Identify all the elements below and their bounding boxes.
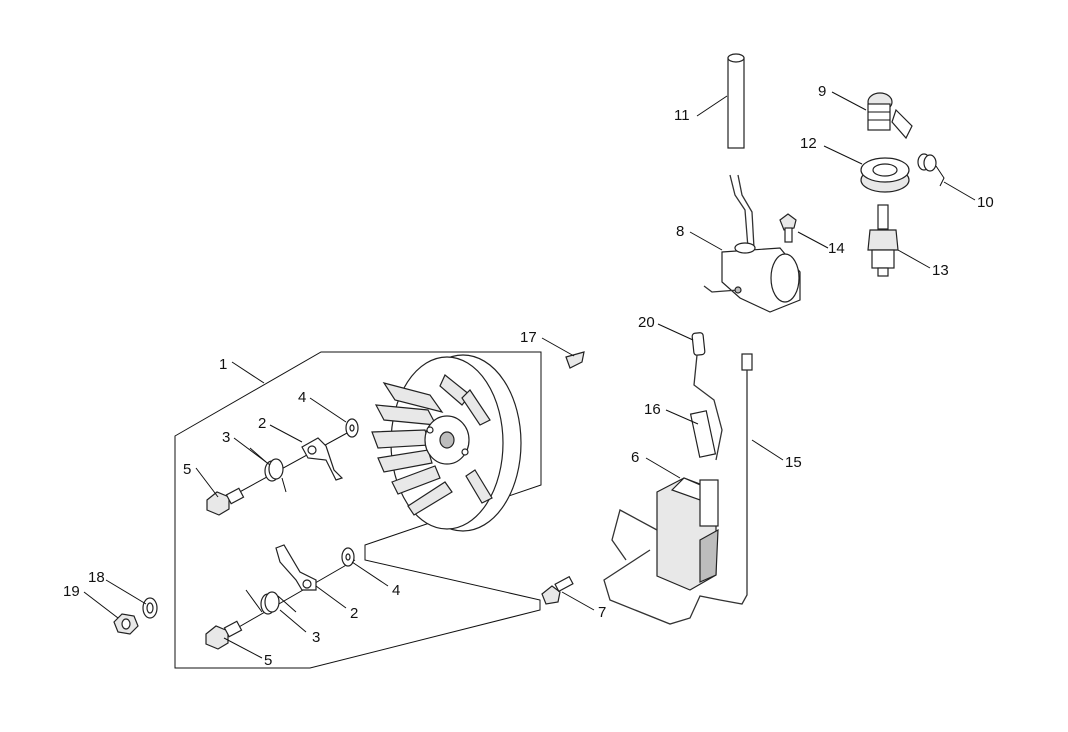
callout-15: 15 (785, 454, 802, 471)
spring-lower (245, 589, 297, 615)
callouts: 1 4 2 3 5 4 2 3 5 17 18 19 11 8 9 12 10 … (63, 83, 994, 669)
terminal (691, 332, 723, 461)
pawl-lower (275, 544, 317, 591)
spring-upper (249, 447, 287, 493)
callout-2b: 2 (350, 605, 358, 622)
spark-plug (867, 204, 899, 277)
callout-6: 6 (631, 449, 639, 466)
grommet (860, 157, 910, 193)
callout-12: 12 (800, 135, 817, 152)
woodruff-key (565, 351, 585, 369)
flywheel (371, 354, 522, 532)
callout-2a: 2 (258, 415, 266, 432)
lock-washer (142, 597, 158, 619)
washer-upper (345, 418, 359, 438)
callout-11: 11 (674, 107, 690, 124)
callout-14: 14 (828, 240, 845, 257)
ignition-coil (703, 174, 801, 313)
callout-16: 16 (644, 401, 661, 418)
tube (727, 53, 745, 149)
plug-cap (867, 92, 913, 140)
nut (113, 613, 139, 635)
ignition-module (611, 477, 719, 591)
callout-20: 20 (638, 314, 655, 331)
callout-4b: 4 (392, 582, 400, 599)
callout-3b: 3 (312, 629, 320, 646)
screw-module (541, 575, 574, 605)
callout-9: 9 (818, 83, 826, 100)
sleeve (689, 410, 717, 458)
spring-clip (917, 153, 945, 187)
bolt-upper (206, 487, 245, 516)
washer-lower (341, 547, 355, 567)
callout-5b: 5 (264, 652, 272, 669)
callout-19: 19 (63, 583, 80, 600)
upper-pawl-stack (206, 418, 359, 516)
callout-3a: 3 (222, 429, 230, 446)
leader-lines (83, 91, 976, 659)
ground-wire (603, 353, 753, 625)
flywheel-group-outline (174, 351, 542, 669)
callout-10: 10 (977, 194, 994, 211)
callout-18: 18 (88, 569, 105, 586)
lower-pawl-stack (205, 544, 356, 650)
screw-coil (779, 213, 797, 243)
pawl-upper (301, 437, 344, 481)
callout-17: 17 (520, 329, 537, 346)
callout-1: 1 (219, 356, 227, 373)
callout-7: 7 (598, 604, 606, 621)
callout-4a: 4 (298, 389, 306, 406)
callout-13: 13 (932, 262, 949, 279)
callout-8: 8 (676, 223, 684, 240)
callout-5a: 5 (183, 461, 191, 478)
bolt-lower (205, 620, 243, 650)
